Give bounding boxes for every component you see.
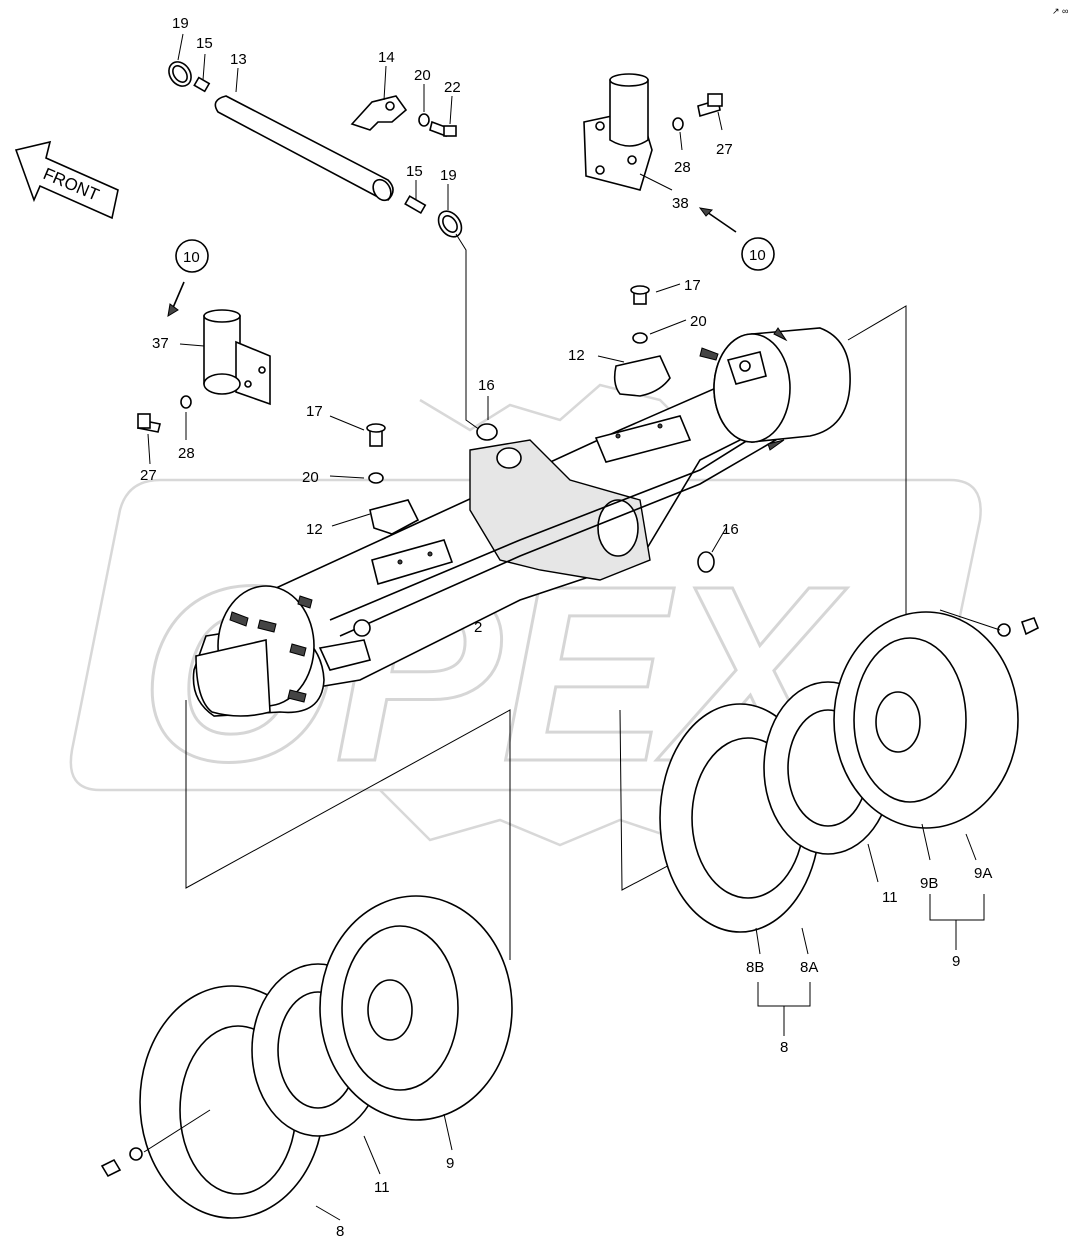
label-11: 11 (882, 889, 898, 906)
wheel-set-right (659, 609, 1040, 933)
pin-13 (168, 61, 481, 431)
cylinder-37 (137, 281, 271, 433)
label-20: 20 (302, 469, 319, 486)
label-16: 16 (722, 521, 739, 538)
label-17: 17 (306, 403, 323, 420)
label-15: 15 (406, 163, 423, 180)
label-37: 37 (152, 335, 169, 352)
label-38: 38 (672, 195, 689, 212)
label-20: 20 (414, 67, 431, 84)
label-9: 9 (952, 953, 960, 970)
label-19: 19 (440, 167, 457, 184)
callout-10-left-text: 10 (183, 249, 200, 266)
label-14: 14 (378, 49, 395, 66)
label-8: 8 (780, 1039, 788, 1056)
label-28: 28 (178, 445, 195, 462)
label-13: 13 (230, 51, 247, 68)
label-17: 17 (684, 277, 701, 294)
callout-10-right-text: 10 (749, 247, 766, 264)
part-labels: 19 15 13 14 20 22 15 19 28 27 38 10 10 3… (140, 15, 992, 1240)
bushings-16 (476, 423, 715, 573)
label-12: 12 (568, 347, 585, 364)
callout-10-left (175, 239, 209, 273)
label-8b: 8B (746, 959, 764, 976)
corner-mark: ↗ ∞ (1052, 6, 1068, 16)
wheel-set-left (100, 895, 513, 1219)
cover-plate-12-lower (366, 423, 420, 535)
label-8a: 8A (800, 959, 818, 976)
label-9a: 9A (974, 865, 992, 882)
cylinder-38 (583, 73, 737, 233)
label-12: 12 (306, 521, 323, 538)
cover-plate-12-upper (613, 285, 671, 397)
axle-housing-2 (185, 305, 907, 960)
leader-lines (147, 33, 985, 1221)
front-arrow: FRONT (14, 140, 119, 220)
label-9b: 9B (920, 875, 938, 892)
label-9: 9 (446, 1155, 454, 1172)
label-20: 20 (690, 313, 707, 330)
label-28: 28 (674, 159, 691, 176)
label-22: 22 (444, 79, 461, 96)
label-8: 8 (336, 1223, 344, 1240)
label-2: 2 (474, 619, 482, 636)
label-19: 19 (172, 15, 189, 32)
label-16: 16 (478, 377, 495, 394)
label-15: 15 (196, 35, 213, 52)
label-27: 27 (140, 467, 157, 484)
label-11: 11 (374, 1179, 390, 1196)
bracket-14 (350, 95, 457, 138)
callout-10-right (741, 237, 775, 271)
label-27: 27 (716, 141, 733, 158)
